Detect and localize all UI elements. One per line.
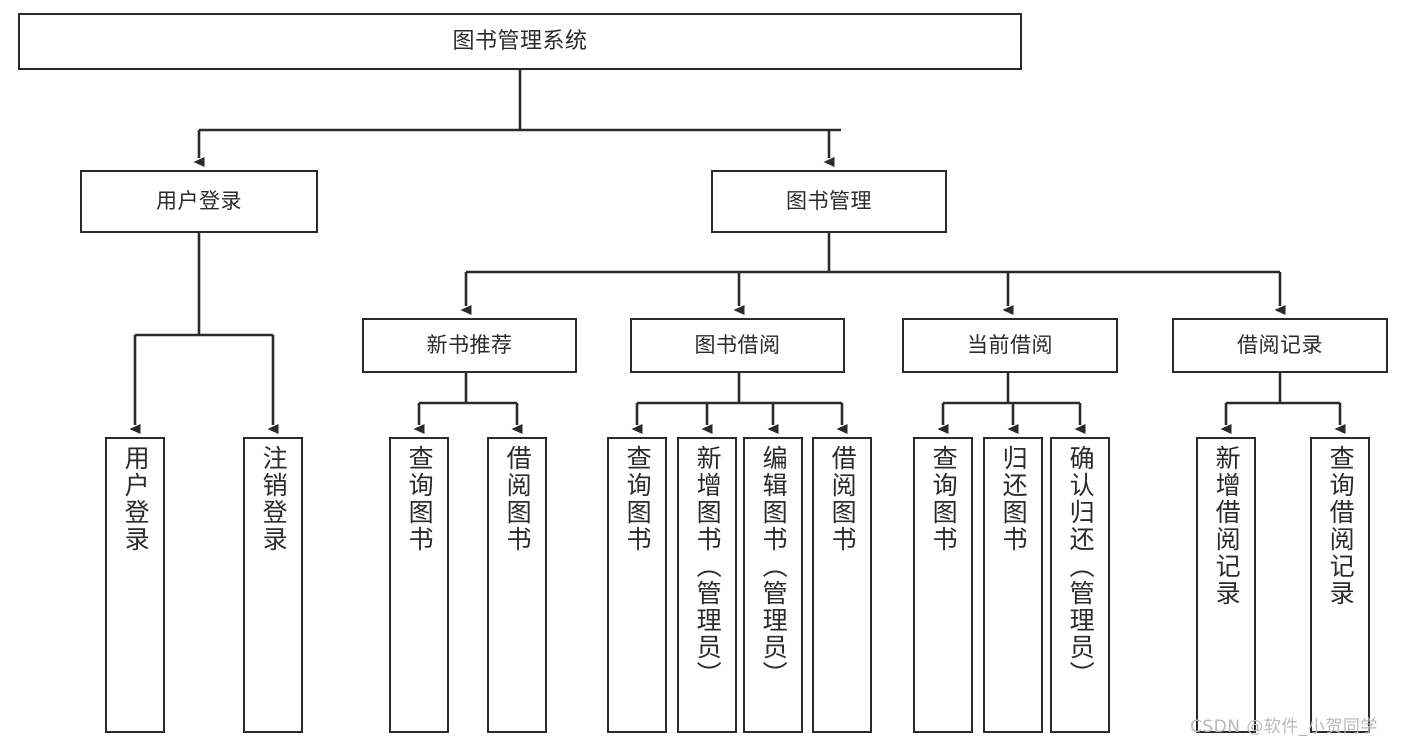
node-leaf-add-book[interactable]: 新增图书（管理员） (677, 437, 737, 733)
node-leaf-user-logout[interactable]: 注销登录 (243, 437, 303, 733)
node-root-label: 图书管理系统 (452, 28, 588, 54)
node-leaf-confirm-return-label: 确认归还（管理员） (1066, 445, 1096, 688)
node-leaf-borrow-book-2[interactable]: 借阅图书 (812, 437, 872, 733)
node-leaf-add-record[interactable]: 新增借阅记录 (1196, 437, 1256, 733)
node-leaf-query-book-1[interactable]: 查询图书 (389, 437, 449, 733)
node-leaf-return-book-label: 归还图书 (999, 445, 1029, 553)
node-leaf-query-book-2-label: 查询图书 (623, 445, 653, 553)
node-leaf-query-book-3-label: 查询图书 (929, 445, 959, 553)
node-leaf-query-book-2[interactable]: 查询图书 (607, 437, 667, 733)
node-user-login[interactable]: 用户登录 (80, 170, 318, 233)
node-leaf-confirm-return[interactable]: 确认归还（管理员） (1050, 437, 1110, 733)
node-book-borrow-label: 图书借阅 (694, 333, 781, 358)
node-leaf-query-record[interactable]: 查询借阅记录 (1310, 437, 1370, 733)
node-leaf-borrow-book-1-label: 借阅图书 (503, 445, 533, 553)
node-new-book-recommend[interactable]: 新书推荐 (362, 318, 577, 373)
node-borrow-record[interactable]: 借阅记录 (1172, 318, 1388, 373)
node-new-book-recommend-label: 新书推荐 (426, 333, 513, 358)
node-leaf-user-login-label: 用户登录 (121, 445, 151, 553)
node-leaf-query-record-label: 查询借阅记录 (1326, 445, 1356, 607)
node-leaf-user-logout-label: 注销登录 (259, 445, 289, 553)
node-leaf-edit-book-label: 编辑图书（管理员） (759, 445, 789, 688)
node-leaf-query-book-3[interactable]: 查询图书 (913, 437, 973, 733)
node-user-login-label: 用户登录 (156, 189, 242, 214)
node-leaf-user-login[interactable]: 用户登录 (105, 437, 165, 733)
node-leaf-borrow-book-1[interactable]: 借阅图书 (487, 437, 547, 733)
node-borrow-record-label: 借阅记录 (1237, 333, 1323, 358)
node-leaf-return-book[interactable]: 归还图书 (983, 437, 1043, 733)
node-leaf-add-book-label: 新增图书（管理员） (693, 445, 723, 688)
node-leaf-borrow-book-2-label: 借阅图书 (828, 445, 858, 553)
node-book-manage[interactable]: 图书管理 (711, 170, 947, 233)
node-book-borrow[interactable]: 图书借阅 (630, 318, 845, 373)
node-leaf-add-record-label: 新增借阅记录 (1212, 445, 1242, 607)
node-leaf-edit-book[interactable]: 编辑图书（管理员） (743, 437, 803, 733)
node-current-borrow-label: 当前借阅 (967, 333, 1053, 358)
node-root[interactable]: 图书管理系统 (18, 13, 1022, 70)
node-book-manage-label: 图书管理 (786, 189, 872, 214)
node-leaf-query-book-1-label: 查询图书 (405, 445, 435, 553)
node-current-borrow[interactable]: 当前借阅 (902, 318, 1118, 373)
